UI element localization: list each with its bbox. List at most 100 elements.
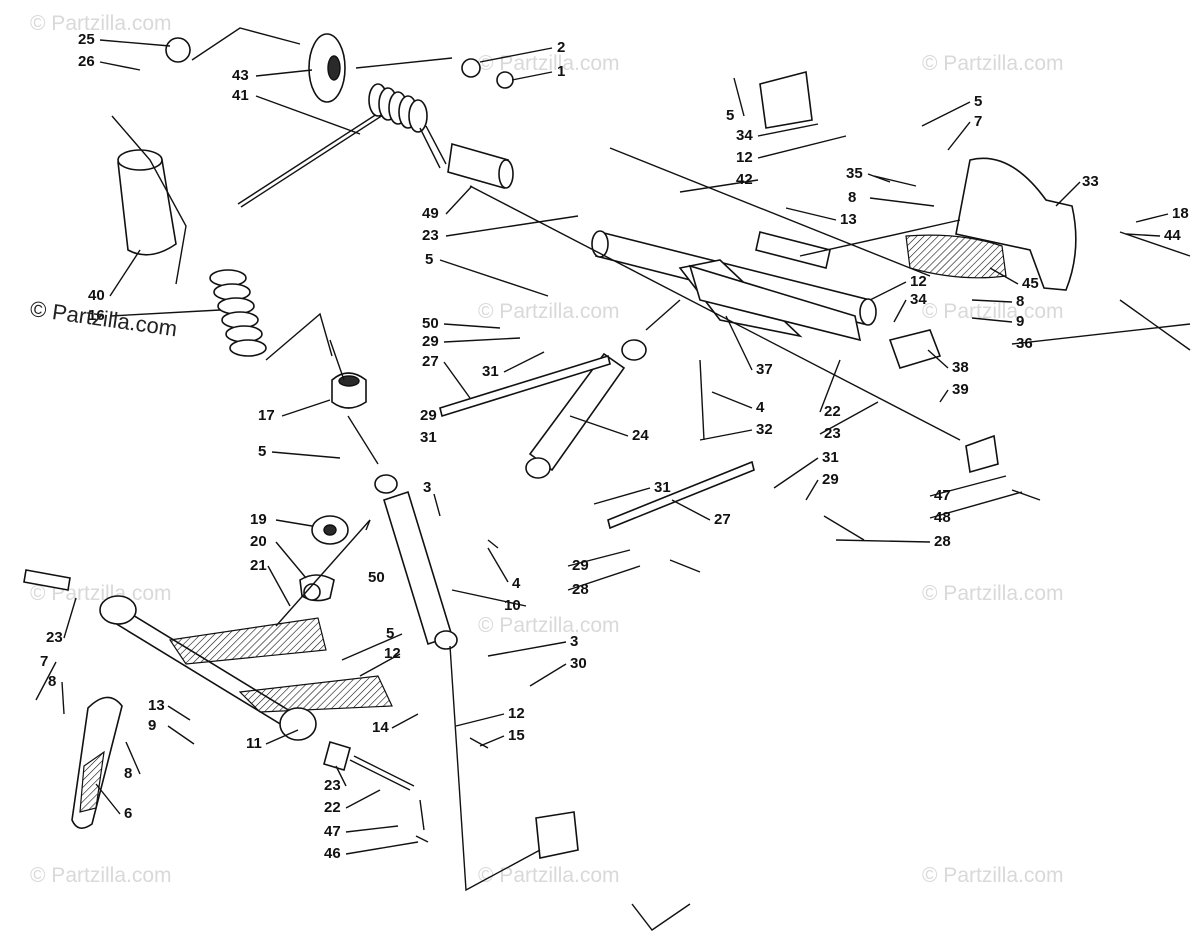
watermark: © Partzilla.com [478,614,620,637]
callout-6: 6 [124,805,132,822]
callout-29: 29 [822,471,839,488]
callout-23: 23 [324,777,341,794]
callout-45: 45 [1022,275,1039,292]
callout-19: 19 [250,511,267,528]
callout-8: 8 [1016,293,1024,310]
callout-8: 8 [848,189,856,206]
callout-15: 15 [508,727,525,744]
callout-31: 31 [420,429,437,446]
callout-36: 36 [1016,335,1033,352]
callout-labels: 25 26 43 41 2 1 40 16 49 23 5 50 29 27 3… [40,31,1189,862]
link-27b [607,460,755,530]
callout-7: 7 [974,113,982,130]
callout-13: 13 [148,697,165,714]
callout-40: 40 [88,287,105,304]
callout-8: 8 [48,673,56,690]
assembly-lines [111,27,961,892]
callout-25: 25 [78,31,95,48]
callout-43: 43 [232,67,249,84]
callout-47: 47 [934,487,951,504]
callout-39: 39 [952,381,969,398]
callout-31: 31 [654,479,671,496]
callout-5: 5 [258,443,266,460]
coil-spring-16 [209,269,267,357]
watermark: © Partzilla.com [478,864,620,887]
fitting [535,811,579,859]
callout-23: 23 [46,629,63,646]
axle-23 [23,569,71,591]
watermark: © Partzilla.com [478,300,620,323]
callout-48: 48 [934,509,951,526]
callout-32: 32 [756,421,773,438]
callout-29: 29 [572,557,589,574]
callout-49: 49 [422,205,439,222]
callout-46: 46 [324,845,341,862]
callout-33: 33 [1082,173,1099,190]
callout-42: 42 [736,171,753,188]
watermark: © Partzilla.com [30,864,172,887]
callout-24: 24 [632,427,649,444]
callout-29: 29 [422,333,439,350]
callout-41: 41 [232,87,249,104]
callout-7: 7 [40,653,48,670]
watermark: © Partzilla.com [478,52,620,75]
bearing-2 [461,58,481,78]
callout-12: 12 [508,705,525,722]
watermark: © Partzilla.com [922,582,1064,605]
callout-8: 8 [124,765,132,782]
callout-12: 12 [910,273,927,290]
callout-29: 29 [420,407,437,424]
spacer-23 [323,740,351,772]
callout-18: 18 [1172,205,1189,222]
callout-22: 22 [824,403,841,420]
callout-27: 27 [422,353,439,370]
callout-27: 27 [714,511,731,528]
callout-3: 3 [423,479,431,496]
bushing-25 [165,37,191,63]
callout-23: 23 [422,227,439,244]
callout-37: 37 [756,361,773,378]
watermark: © Partzilla.com [922,864,1064,887]
callout-9: 9 [148,717,156,734]
callout-34: 34 [910,291,927,308]
callout-16: 16 [88,307,105,324]
callout-3: 3 [570,633,578,650]
callout-17: 17 [258,407,275,424]
callout-5: 5 [974,93,982,110]
bracket-top [759,70,813,129]
callout-38: 38 [952,359,969,376]
parts-layer [23,27,1191,931]
callout-20: 20 [250,533,267,550]
bracket-33 [955,157,1077,291]
callout-26: 26 [78,53,95,70]
watermark: © Partzilla.com [922,52,1064,75]
callout-2: 2 [557,39,565,56]
watermark-grid: © Partzilla.com © Partzilla.com © Partzi… [30,12,1064,887]
callout-28: 28 [572,581,589,598]
skid-plate-45 [905,234,1007,279]
callout-35: 35 [846,165,863,182]
torsion-spring-41 [368,83,447,169]
callout-13: 13 [840,211,857,228]
torsion-spring-arm [237,111,381,205]
callout-12: 12 [384,645,401,662]
callout-31: 31 [822,449,839,466]
callout-31: 31 [482,363,499,380]
callout-5: 5 [425,251,433,268]
bottom-mark [631,903,691,931]
rear-frame-37 [591,230,877,342]
callout-12: 12 [736,149,753,166]
callout-14: 14 [372,719,389,736]
callout-50: 50 [368,569,385,586]
callout-50: 50 [422,315,439,332]
plate-38 [888,329,942,369]
idler-wheel-hub [327,55,341,81]
callout-4: 4 [756,399,765,416]
rod-22 [349,759,411,791]
callout-11: 11 [246,735,262,752]
front-shock-10 [383,490,453,646]
bolts [415,175,1191,843]
callout-5: 5 [726,107,734,124]
